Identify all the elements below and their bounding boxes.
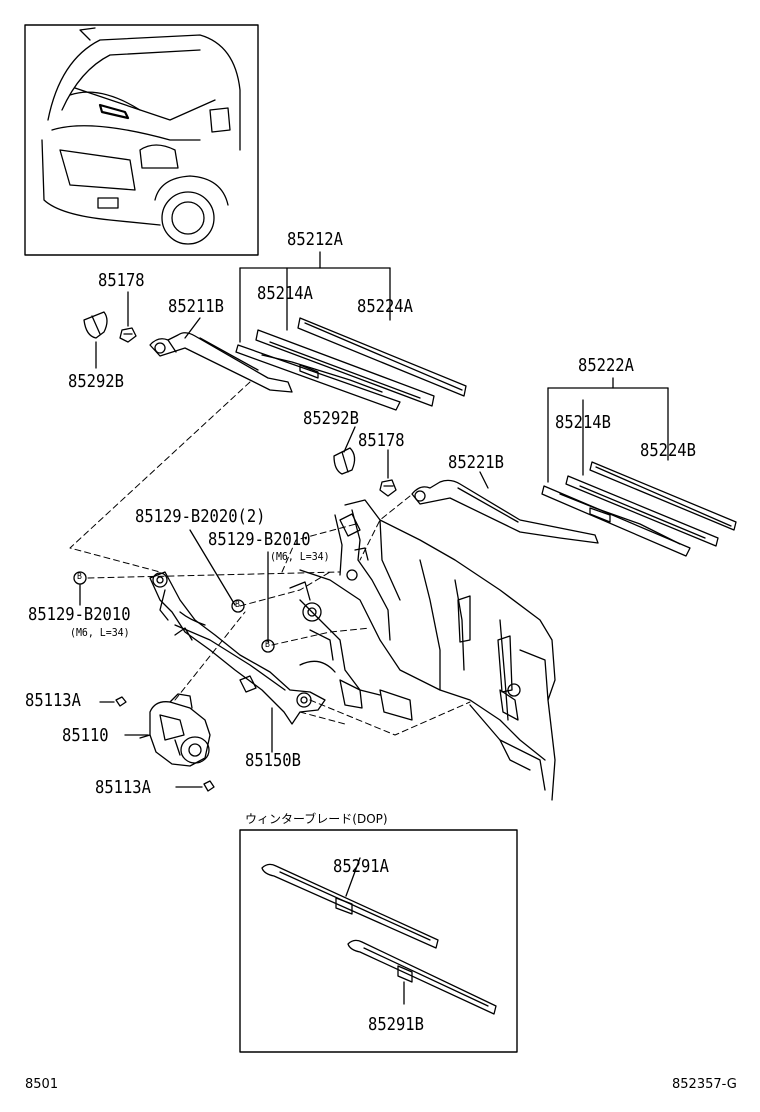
label-85129-B2010-left: 85129-B2010: [28, 604, 131, 625]
label-85214B: 85214B: [555, 412, 611, 433]
motor-85110: [139, 693, 211, 767]
label-85113A-bottom: 85113A: [95, 777, 151, 798]
linkage-85150B: [149, 571, 326, 725]
cowl-body: [289, 499, 556, 801]
label-85129-B2010-right: 85129-B2010: [208, 529, 311, 550]
label-85113A-top: 85113A: [25, 690, 81, 711]
label-85292B-left: 85292B: [68, 371, 124, 392]
label-85212A: 85212A: [287, 229, 343, 250]
blade-rubber-85224B: [589, 461, 737, 531]
cap-85292B-left: [83, 311, 108, 339]
label-85222A: 85222A: [578, 355, 634, 376]
dashed-guides: [69, 381, 471, 736]
label-spec-right: (M6, L=34): [270, 550, 330, 563]
wiper-arm-85221B: [411, 479, 599, 544]
b-markers: [73, 571, 275, 653]
blade-85214B: [541, 475, 719, 557]
blade-85291B: [345, 857, 497, 1015]
label-85178-top: 85178: [98, 270, 145, 291]
label-85150B: 85150B: [245, 750, 301, 771]
nut-85178-mid: [379, 479, 397, 497]
label-85110: 85110: [62, 725, 109, 746]
bolt-85113A-bottom: [175, 780, 215, 792]
blade-85291A: [261, 863, 439, 949]
b-marker-left: B: [77, 572, 82, 582]
bracket-85212A: [239, 251, 391, 343]
label-85178-mid: 85178: [358, 430, 405, 451]
label-85214A: 85214A: [257, 283, 313, 304]
label-85211B: 85211B: [168, 296, 224, 317]
cap-85292B-mid: [333, 447, 356, 475]
blade-85214A: [235, 329, 435, 411]
label-85291A: 85291A: [333, 856, 389, 877]
wiper-arm-85211B: [149, 332, 293, 393]
label-85291B: 85291B: [368, 1014, 424, 1035]
vehicle-inset: [24, 24, 259, 256]
label-85224A: 85224A: [357, 296, 413, 317]
label-85292B-mid: 85292B: [303, 408, 359, 429]
blade-rubber-85224A: [297, 317, 467, 397]
winter-blade-box: [239, 829, 518, 1053]
label-85224B: 85224B: [640, 440, 696, 461]
footer-left: 8501: [25, 1077, 59, 1092]
nut-85178-top: [119, 327, 137, 343]
b-marker-right: B: [265, 640, 270, 650]
label-winter-blade: ウィンターブレード(DOP): [245, 812, 388, 826]
label-spec-left: (M6, L=34): [70, 626, 130, 639]
bolt-85113A-top: [99, 696, 127, 707]
label-85221B: 85221B: [448, 452, 504, 473]
leader-lines: [79, 291, 489, 753]
footer-right: 852357-G: [672, 1077, 737, 1092]
label-85129-B2020: 85129-B2020(2): [135, 506, 266, 527]
bracket-85222A: [547, 377, 669, 483]
b-marker-mid: B: [235, 600, 240, 610]
